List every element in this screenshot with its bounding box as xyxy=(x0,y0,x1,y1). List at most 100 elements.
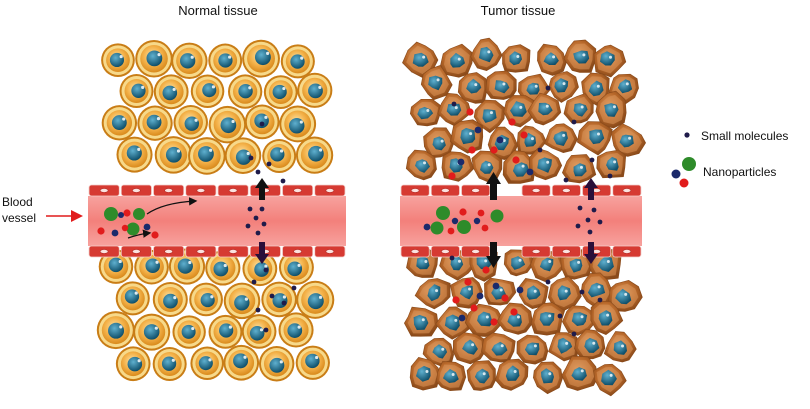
nanoparticle xyxy=(510,308,518,316)
small-molecule xyxy=(597,219,603,225)
normal-cell xyxy=(172,315,206,349)
small-molecule xyxy=(587,229,593,235)
tumor-cell xyxy=(481,332,516,363)
small-molecule xyxy=(563,177,569,183)
nucleus xyxy=(450,52,465,68)
nucleus xyxy=(512,162,529,177)
nucleus xyxy=(162,85,178,101)
nanoparticle xyxy=(459,208,467,216)
small-molecule xyxy=(591,207,597,213)
nucleus xyxy=(557,285,571,301)
nucleus xyxy=(233,353,249,369)
small-molecule xyxy=(575,223,581,229)
nanoparticle xyxy=(452,296,460,304)
tumor-cell xyxy=(414,278,451,310)
tumor-vessel-wall-top xyxy=(400,184,642,197)
nucleus xyxy=(219,323,234,338)
small-molecule xyxy=(537,147,543,153)
nucleus xyxy=(415,159,430,173)
nucleus xyxy=(220,117,237,134)
small-molecule xyxy=(545,85,551,91)
nucleus xyxy=(270,147,285,162)
nucleus xyxy=(234,295,250,311)
nucleus xyxy=(615,288,632,305)
legend-nanoparticle-red-icon xyxy=(679,178,689,188)
tumor-cell xyxy=(441,151,474,182)
tumor-cell xyxy=(563,39,597,73)
small-molecule xyxy=(280,178,286,184)
small-molecule xyxy=(251,279,257,285)
tumor-cell xyxy=(595,90,627,129)
legend-small-molecules-label: Small molecules xyxy=(701,129,788,143)
tumor-cell xyxy=(577,121,613,156)
small-molecule xyxy=(577,205,583,211)
tumor-cell xyxy=(530,251,565,282)
nanoparticle xyxy=(457,220,471,234)
nucleus xyxy=(598,310,613,326)
normal-cell xyxy=(101,43,135,78)
nucleus xyxy=(165,146,182,163)
small-molecule xyxy=(449,255,455,261)
nucleus xyxy=(249,325,265,341)
nucleus xyxy=(460,127,476,145)
tumor-vessel-wall-bottom xyxy=(400,245,642,258)
nucleus xyxy=(509,51,522,66)
tumor-cell xyxy=(436,361,467,391)
nanoparticle xyxy=(520,131,528,139)
tumor-cell xyxy=(533,361,563,395)
nucleus xyxy=(181,324,196,339)
nucleus xyxy=(272,293,288,309)
normal-cell xyxy=(171,42,208,80)
tumor-cell xyxy=(603,331,637,363)
nucleus xyxy=(272,84,287,100)
tumor-cell xyxy=(420,65,453,101)
nucleus xyxy=(584,337,600,353)
nucleus xyxy=(198,146,214,162)
nucleus xyxy=(177,258,193,274)
nucleus xyxy=(413,314,429,330)
tumor-cell xyxy=(574,329,606,360)
normal-cell xyxy=(189,282,223,317)
small-molecule xyxy=(263,327,269,333)
normal-cell xyxy=(223,344,260,381)
nanoparticle xyxy=(492,282,500,290)
nucleus xyxy=(597,256,614,272)
nanoparticle xyxy=(123,209,131,217)
legend-nanoparticle-navy-icon xyxy=(671,169,681,179)
small-molecule xyxy=(571,119,577,125)
tumor-cell xyxy=(530,302,565,336)
tumor-cell xyxy=(485,70,517,100)
normal-cells-bottom xyxy=(96,248,335,382)
normal-cell xyxy=(242,251,278,287)
normal-cell xyxy=(295,136,334,174)
nucleus xyxy=(287,261,303,277)
nucleus xyxy=(254,49,271,66)
nanoparticle xyxy=(451,217,459,225)
small-molecule xyxy=(545,279,551,285)
tumor-cell xyxy=(422,337,454,367)
tumor-cell xyxy=(516,334,549,365)
small-molecule xyxy=(451,101,457,107)
nucleus xyxy=(541,368,554,384)
nucleus xyxy=(443,369,459,383)
small-molecule xyxy=(259,121,265,127)
nucleus xyxy=(606,156,619,171)
nanoparticle xyxy=(516,286,524,294)
nanoparticle xyxy=(97,227,105,235)
legend-nanoparticles-label: Nanoparticles xyxy=(703,165,776,179)
blood-vessel-label-line1: Blood xyxy=(2,195,33,209)
small-molecule xyxy=(245,223,251,229)
normal-cell xyxy=(98,249,134,284)
nucleus xyxy=(477,311,493,327)
tumor-cell xyxy=(596,149,627,179)
nanoparticle xyxy=(490,318,498,326)
blood-vessel-label-line2: vessel xyxy=(2,211,36,225)
nucleus xyxy=(146,114,162,130)
nucleus xyxy=(573,50,590,64)
tumor-cell xyxy=(562,154,597,184)
nucleus xyxy=(109,52,125,68)
nanoparticle xyxy=(474,126,482,134)
normal-cell xyxy=(258,346,295,382)
normal-cell xyxy=(153,74,189,110)
